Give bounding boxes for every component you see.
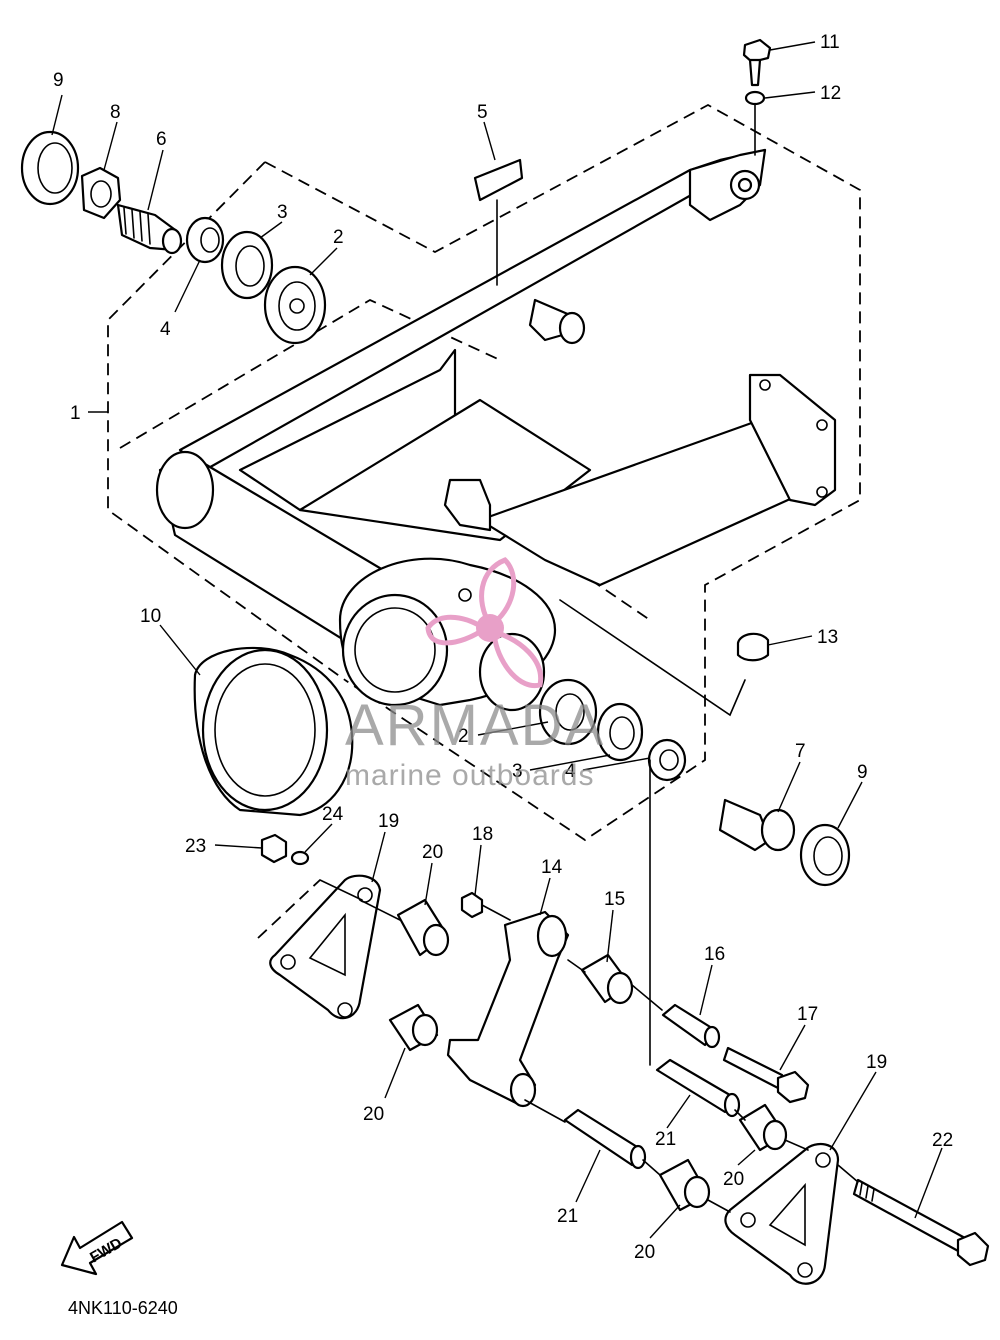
relay-arm-part-19-left — [269, 874, 382, 1020]
callout-1: 1 — [70, 403, 81, 424]
callout-10: 10 — [140, 606, 161, 627]
spacer-part-21-b — [563, 1108, 647, 1170]
callout-4-upper: 4 — [160, 319, 171, 340]
callout-19-right: 19 — [866, 1052, 887, 1073]
pivot-shaft-part-6 — [116, 203, 183, 255]
cap-part-13 — [736, 632, 770, 662]
watermark-brand: ARMADA — [345, 693, 605, 758]
callout-19-left: 19 — [378, 811, 399, 832]
relay-arm-part-19-right — [724, 1142, 840, 1285]
fwd-direction-arrow: FWD — [60, 1220, 134, 1276]
plate-part-5 — [473, 158, 524, 286]
spacer-part-16 — [661, 1003, 721, 1049]
bolt-part-11 — [742, 38, 772, 87]
linkage-assembly-lines — [257, 599, 859, 1213]
collar-part-4-lower — [647, 738, 687, 782]
callout-14: 14 — [541, 857, 563, 878]
bolt-part-17 — [722, 1046, 810, 1104]
callout-leader-lines — [51, 41, 943, 1239]
nut-part-8 — [80, 166, 122, 220]
swingarm-part-1 — [155, 148, 837, 712]
callout-21-b: 21 — [557, 1206, 578, 1227]
bushing-part-20-a — [396, 898, 450, 957]
bearing-part-2-lower — [538, 678, 598, 746]
connecting-rod-part-14 — [446, 910, 570, 1108]
callout-22: 22 — [932, 1130, 953, 1151]
callout-20-a: 20 — [422, 842, 443, 863]
callout-24: 24 — [322, 804, 344, 825]
diagram-code: 4NK110-6240 — [68, 1298, 178, 1318]
bearing-part-2-upper — [263, 265, 327, 345]
callout-4-lower: 4 — [565, 761, 576, 782]
seal-part-9-upper — [20, 130, 80, 206]
callout-13: 13 — [817, 627, 838, 648]
pivot-bolt-part-7 — [718, 798, 796, 852]
callout-20-c: 20 — [723, 1169, 744, 1190]
seal-part-9-lower — [799, 823, 851, 887]
callout-16: 16 — [704, 944, 725, 965]
callout-labels: 9 8 6 3 2 4 1 5 11 12 13 10 2 3 4 7 9 23… — [53, 32, 953, 1263]
callout-8: 8 — [110, 102, 121, 123]
callout-9-upper: 9 — [53, 70, 64, 91]
bushing-part-20-b — [388, 1003, 439, 1052]
callout-3-upper: 3 — [277, 202, 288, 223]
watermark-tagline: marine outboards — [345, 759, 594, 792]
callout-2-lower: 2 — [458, 726, 469, 747]
bolt-part-22 — [852, 1178, 990, 1267]
grease-nipple-part-18 — [460, 891, 484, 919]
callout-11: 11 — [820, 32, 840, 53]
propeller-logo-icon — [425, 557, 544, 689]
nut-part-23 — [260, 833, 288, 864]
callout-6: 6 — [156, 129, 167, 150]
spacer-part-21-a — [655, 1058, 741, 1118]
seal-part-3-lower — [596, 702, 644, 762]
ring-housing-part-10 — [193, 646, 354, 817]
callout-5: 5 — [477, 102, 488, 123]
washer-part-12 — [744, 90, 766, 106]
washer-part-24 — [290, 850, 310, 866]
callout-7: 7 — [795, 741, 806, 762]
callout-20-b: 20 — [363, 1104, 384, 1125]
callout-15: 15 — [604, 889, 625, 910]
armada-watermark: ARMADA marine outboards — [345, 557, 605, 792]
callout-18: 18 — [472, 824, 493, 845]
callout-9-lower: 9 — [857, 762, 868, 783]
collar-part-4-upper — [185, 216, 225, 264]
seal-part-3-upper — [220, 230, 274, 300]
callout-2-upper: 2 — [333, 227, 344, 248]
assembly-outline-dashed — [107, 103, 861, 842]
callout-12: 12 — [820, 83, 841, 104]
callout-17: 17 — [797, 1004, 818, 1025]
bushing-part-15 — [580, 953, 634, 1005]
bushing-part-20-c — [738, 1103, 788, 1152]
callout-21-a: 21 — [655, 1129, 676, 1150]
callout-20-d: 20 — [634, 1242, 655, 1263]
callout-23: 23 — [185, 836, 206, 857]
bushing-part-20-d — [658, 1158, 711, 1212]
callout-3-lower: 3 — [512, 761, 523, 782]
